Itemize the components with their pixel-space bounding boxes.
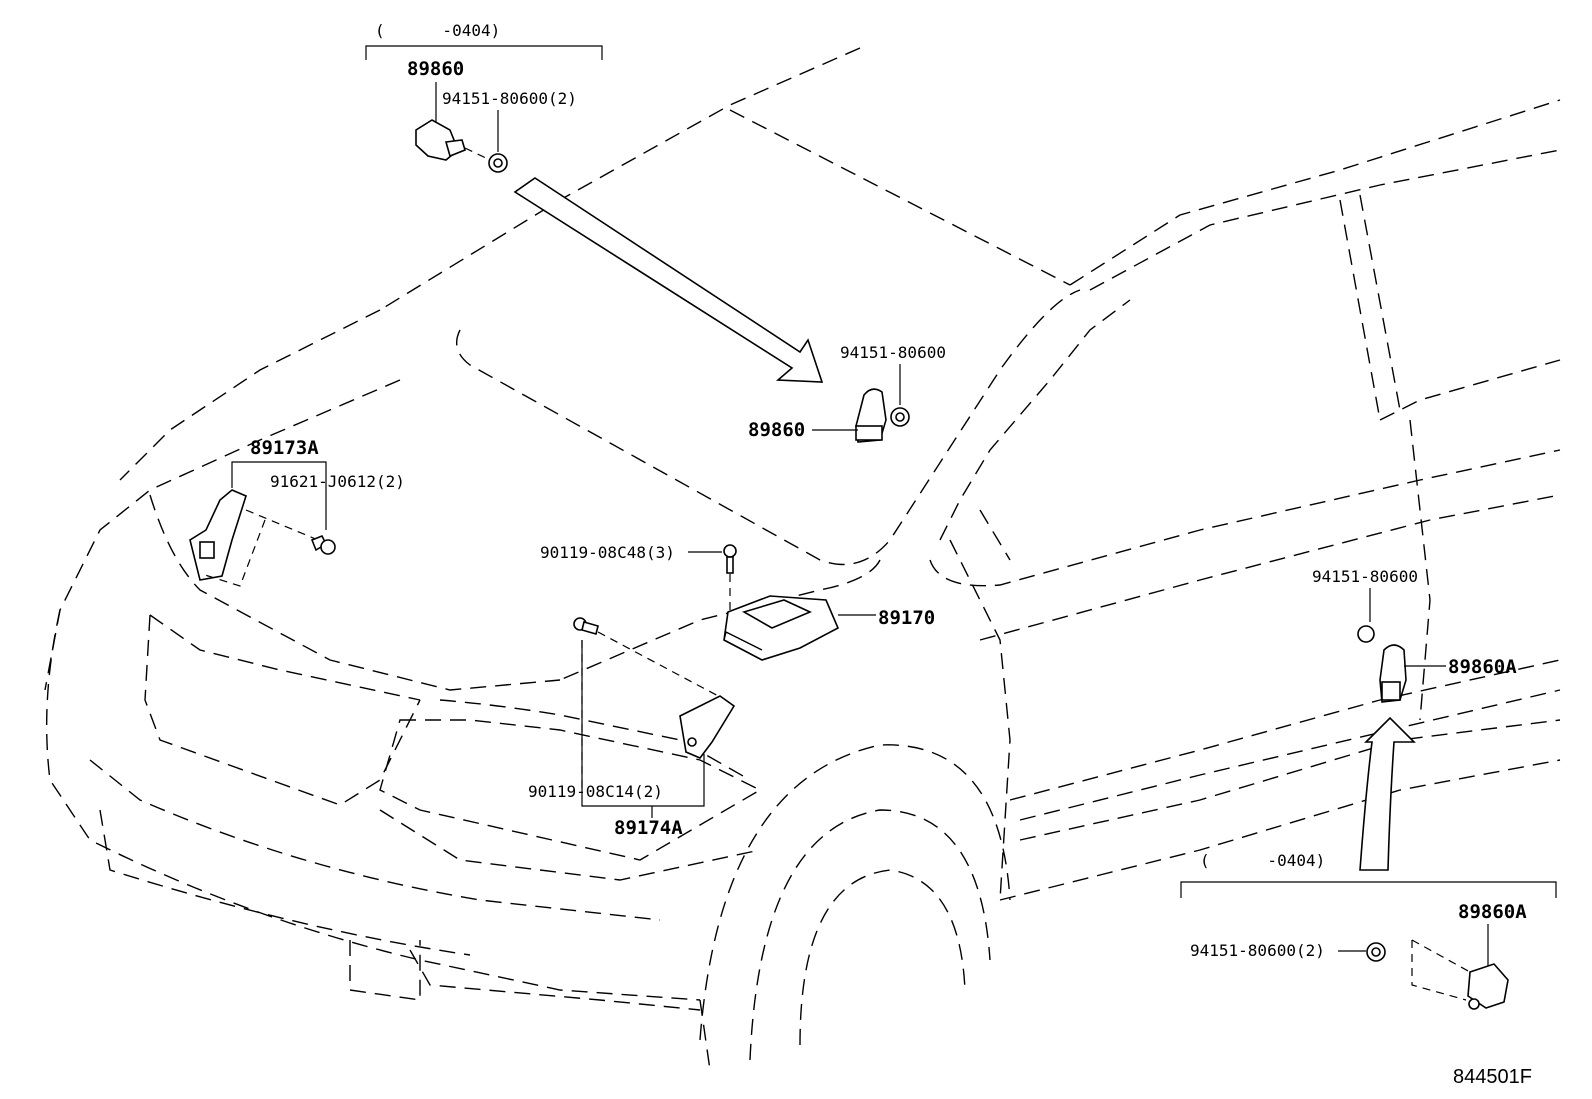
ecu-bolt-number: 90119-08C48(3) [540, 543, 675, 562]
mid-sensor-part [855, 388, 887, 443]
right-sensor-part [1379, 644, 1407, 703]
lower-bracket-number: 89174A [614, 817, 683, 839]
up-arrow-icon [1359, 716, 1416, 871]
top-range-label: ( -0404) [375, 21, 500, 40]
lower-bracket-part [679, 695, 736, 759]
right-nut-part [1357, 625, 1375, 643]
right-nut-number: 94151-80600 [1312, 567, 1418, 586]
left-bracket-number: 89173A [250, 437, 319, 459]
top-nut-number: 94151-80600(2) [442, 89, 577, 108]
car-body-outline [44, 47, 1561, 1071]
lower-bolts-number: 90119-08C14(2) [528, 782, 663, 801]
left-bolt-part [310, 534, 336, 555]
top-nut-part [488, 153, 508, 173]
ecu-part-number: 89170 [878, 607, 935, 629]
diagonal-arrow-icon [513, 177, 824, 383]
top-range-bracket [365, 45, 603, 60]
br-part-number: 89860A [1458, 901, 1527, 923]
ecu-bolt-part [723, 544, 737, 610]
mid-part-number: 89860 [748, 419, 805, 441]
br-sensor-part [1467, 963, 1509, 1010]
mid-nut-number: 94151-80600 [840, 343, 946, 362]
top-sensor-part [415, 119, 491, 161]
left-bracket-part [189, 489, 319, 587]
diagram-id: 844501F [1453, 1066, 1532, 1088]
br-range-label: ( -0404) [1200, 851, 1325, 870]
ecu-part [723, 595, 840, 661]
br-range-bracket [1180, 881, 1557, 898]
lower-bolt-part [573, 617, 723, 790]
left-bolt-number: 91621-J0612(2) [270, 472, 405, 491]
br-nut-number: 94151-80600(2) [1190, 941, 1325, 960]
br-nut-part [1366, 939, 1471, 1001]
right-part-number: 89860A [1448, 656, 1517, 678]
mid-nut-part [890, 407, 910, 427]
top-part-number: 89860 [407, 58, 464, 80]
